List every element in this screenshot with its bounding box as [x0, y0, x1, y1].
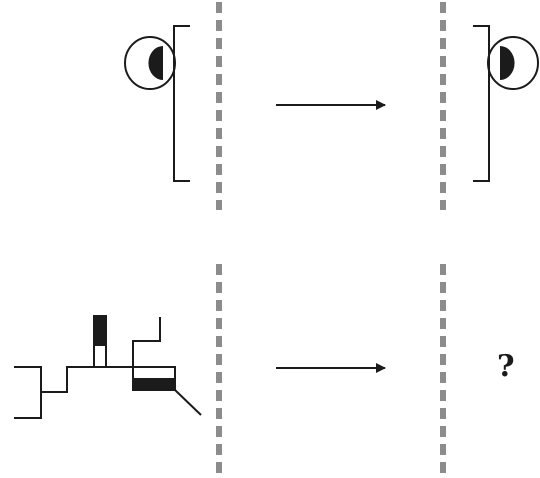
- bracket-shape-mirrored: [473, 25, 490, 182]
- tall-block-filled-top: [93, 315, 107, 346]
- bracket-shape: [173, 25, 190, 182]
- eye-outline-mirrored: [487, 36, 539, 90]
- wide-block-filled-bottom: [132, 378, 176, 391]
- example-original-figure: [124, 25, 190, 182]
- eye-pupil: [148, 46, 163, 80]
- answer-placeholder: ?: [497, 349, 515, 384]
- eye-pupil-mirrored: [500, 46, 515, 80]
- example-reflected-figure: [473, 25, 539, 182]
- stepped-outline: [14, 366, 42, 419]
- question-original-figure: [14, 315, 202, 419]
- diagonal-tail: [174, 389, 202, 416]
